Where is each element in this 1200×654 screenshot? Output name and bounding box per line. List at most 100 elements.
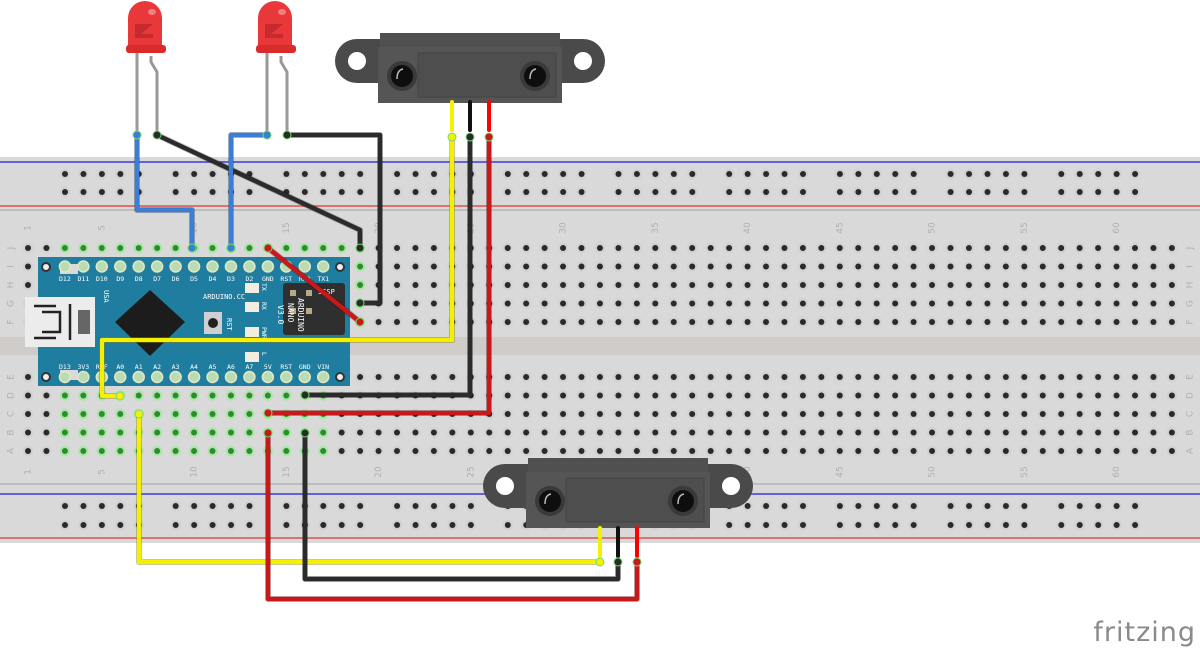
breadboard-hole[interactable] [652, 448, 659, 454]
breadboard-hole[interactable] [80, 448, 87, 454]
breadboard-hole[interactable] [25, 374, 31, 380]
breadboard-hole[interactable] [1113, 282, 1120, 288]
breadboard-hole[interactable] [818, 448, 825, 454]
breadboard-hole[interactable] [633, 282, 640, 288]
breadboard-hole[interactable] [394, 189, 401, 195]
breadboard-hole[interactable] [726, 522, 733, 528]
breadboard-hole[interactable] [910, 300, 917, 307]
breadboard-hole[interactable] [984, 300, 991, 307]
breadboard-hole[interactable] [670, 263, 677, 270]
breadboard-hole[interactable] [615, 319, 622, 325]
breadboard-hole[interactable] [1002, 429, 1009, 436]
breadboard-hole[interactable] [1132, 319, 1138, 325]
breadboard-hole[interactable] [929, 245, 936, 251]
breadboard-hole[interactable] [1095, 319, 1102, 325]
breadboard-hole[interactable] [25, 411, 31, 417]
breadboard-hole[interactable] [320, 522, 327, 528]
breadboard-hole[interactable] [430, 429, 437, 436]
breadboard-hole[interactable] [1076, 429, 1083, 436]
breadboard-hole[interactable] [1058, 171, 1065, 177]
breadboard-hole[interactable] [892, 503, 899, 509]
breadboard-hole[interactable] [1113, 448, 1120, 454]
breadboard-hole[interactable] [855, 503, 862, 509]
breadboard-hole[interactable] [947, 171, 954, 177]
breadboard-hole[interactable] [578, 429, 585, 436]
breadboard-hole[interactable] [596, 263, 603, 270]
breadboard-hole[interactable] [117, 411, 124, 417]
breadboard-hole[interactable] [873, 392, 880, 399]
breadboard-hole[interactable] [873, 429, 880, 436]
wire-endpoint[interactable] [263, 243, 273, 253]
breadboard-hole[interactable] [652, 429, 659, 436]
breadboard-hole[interactable] [430, 374, 437, 380]
breadboard-hole[interactable] [98, 429, 105, 436]
breadboard-hole[interactable] [744, 189, 751, 195]
breadboard-hole[interactable] [910, 263, 917, 270]
breadboard-hole[interactable] [1058, 245, 1065, 251]
breadboard-hole[interactable] [62, 522, 68, 528]
breadboard-hole[interactable] [855, 448, 862, 454]
breadboard-hole[interactable] [283, 448, 290, 454]
breadboard-hole[interactable] [781, 448, 788, 454]
breadboard-hole[interactable] [80, 503, 87, 509]
breadboard-hole[interactable] [117, 245, 124, 251]
breadboard-hole[interactable] [209, 411, 216, 417]
wire-endpoint[interactable] [300, 428, 310, 438]
breadboard-hole[interactable] [117, 503, 124, 509]
breadboard-hole[interactable] [910, 245, 917, 251]
breadboard-hole[interactable] [781, 319, 788, 325]
breadboard-hole[interactable] [320, 189, 327, 195]
breadboard-hole[interactable] [1168, 245, 1175, 251]
breadboard-hole[interactable] [283, 522, 290, 528]
breadboard-hole[interactable] [357, 429, 364, 436]
breadboard-hole[interactable] [504, 374, 511, 380]
breadboard-hole[interactable] [117, 448, 124, 454]
wire-endpoint[interactable] [132, 130, 142, 140]
breadboard-hole[interactable] [227, 392, 234, 399]
breadboard-hole[interactable] [1058, 503, 1065, 509]
breadboard-hole[interactable] [560, 189, 567, 195]
breadboard-hole[interactable] [246, 189, 253, 195]
breadboard-hole[interactable] [744, 300, 751, 307]
breadboard-hole[interactable] [412, 522, 419, 528]
breadboard-hole[interactable] [246, 429, 253, 436]
breadboard-hole[interactable] [984, 263, 991, 270]
breadboard-hole[interactable] [1002, 374, 1009, 380]
breadboard-hole[interactable] [154, 448, 161, 454]
breadboard-hole[interactable] [689, 245, 696, 251]
breadboard-hole[interactable] [799, 245, 806, 251]
breadboard-hole[interactable] [430, 282, 437, 288]
breadboard-hole[interactable] [910, 448, 917, 454]
breadboard-hole[interactable] [560, 429, 567, 436]
breadboard-hole[interactable] [523, 411, 530, 417]
breadboard-hole[interactable] [1039, 411, 1046, 417]
breadboard-hole[interactable] [707, 263, 714, 270]
breadboard-hole[interactable] [836, 503, 843, 509]
breadboard-hole[interactable] [43, 245, 50, 251]
breadboard-hole[interactable] [652, 245, 659, 251]
breadboard-hole[interactable] [633, 374, 640, 380]
breadboard-hole[interactable] [744, 411, 751, 417]
breadboard-hole[interactable] [615, 263, 622, 270]
breadboard-hole[interactable] [523, 171, 530, 177]
breadboard-hole[interactable] [1150, 282, 1157, 288]
breadboard-hole[interactable] [578, 171, 585, 177]
breadboard-hole[interactable] [486, 448, 493, 454]
breadboard-hole[interactable] [763, 392, 769, 399]
breadboard-hole[interactable] [763, 429, 769, 436]
breadboard-hole[interactable] [504, 319, 511, 325]
breadboard-hole[interactable] [1058, 522, 1065, 528]
breadboard-hole[interactable] [596, 411, 603, 417]
breadboard-hole[interactable] [431, 522, 437, 528]
breadboard-hole[interactable] [781, 429, 788, 436]
breadboard-hole[interactable] [1021, 411, 1028, 417]
breadboard-hole[interactable] [541, 392, 548, 399]
breadboard-hole[interactable] [596, 429, 603, 436]
breadboard-hole[interactable] [984, 282, 991, 288]
breadboard-hole[interactable] [394, 429, 400, 436]
reset-button-cap[interactable] [208, 318, 218, 328]
breadboard-hole[interactable] [467, 503, 474, 509]
breadboard-hole[interactable] [394, 282, 400, 288]
breadboard-hole[interactable] [744, 448, 751, 454]
wire-top-sensor-signal[interactable] [99, 134, 455, 399]
